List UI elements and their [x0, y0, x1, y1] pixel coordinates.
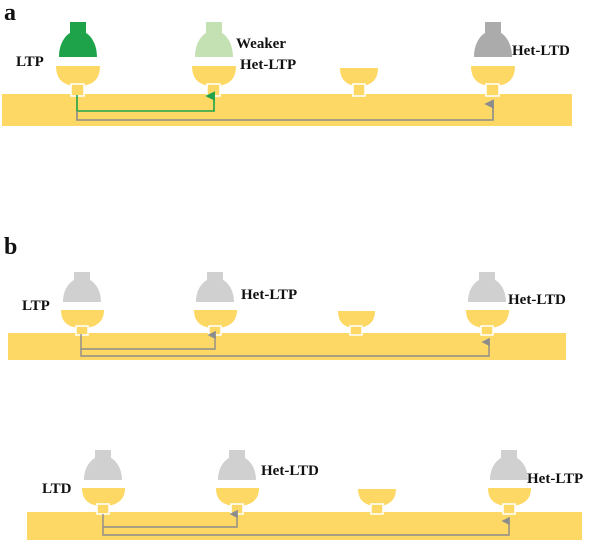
axon-bouton-green	[59, 22, 97, 57]
spine-head	[471, 66, 515, 86]
arrow-ltd-to-het-ltp-b2	[102, 516, 510, 536]
synapse-label-ltp-b1: LTP	[22, 298, 50, 314]
dendrite-b2	[27, 512, 582, 540]
axon-bouton-light-gray	[196, 272, 234, 302]
synapse-ltp-a: LTP	[16, 22, 100, 97]
synapse-het-ltd-b2: Het-LTD	[216, 450, 319, 515]
synapse-bare-spine-b2	[358, 489, 396, 515]
spine-neck	[352, 83, 366, 97]
synapse-label-ltp: LTP	[16, 54, 44, 70]
spine-head	[338, 311, 375, 328]
spine-neck	[485, 83, 500, 97]
spine-neck	[230, 503, 244, 515]
panel-b-label: b	[4, 234, 17, 260]
synapse-bare-spine-b1	[338, 311, 375, 336]
axon-bouton-light-gray	[490, 450, 528, 480]
arrow-ltd-to-het-ltd-b2	[102, 509, 238, 528]
synapse-label-het-ltd-b1: Het-LTD	[508, 292, 566, 308]
spine-neck	[70, 83, 85, 97]
synapse-het-ltd-b1: Het-LTD	[466, 272, 566, 336]
spine-neck	[206, 83, 221, 97]
spine-head	[61, 310, 104, 328]
spine-head	[216, 488, 259, 506]
arrow-ltp-to-het-ltp-b1	[80, 330, 216, 350]
synapse-bare-spine-a	[340, 68, 378, 97]
synapse-het-ltp-b2: Het-LTP	[488, 450, 583, 515]
spine-neck	[75, 325, 89, 336]
spine-head	[488, 488, 531, 506]
synapse-het-ltp-b1: Het-LTP	[194, 272, 297, 336]
spine-neck	[208, 325, 222, 336]
spine-head	[192, 66, 236, 86]
spine-head	[194, 310, 237, 328]
synapse-label-het-ltd-b2: Het-LTD	[261, 463, 319, 479]
synapse-het-ltd-a: Het-LTD	[471, 22, 570, 97]
spine-neck	[349, 325, 363, 336]
synapse-ltp-b1: LTP	[22, 272, 104, 336]
axon-bouton-light-gray	[468, 272, 506, 302]
synapse-ltd-b2: LTD	[42, 450, 125, 515]
synapse-label-het-ltp-b2: Het-LTP	[527, 471, 583, 487]
spine-neck	[480, 325, 494, 336]
spine-head	[466, 310, 509, 328]
axon-bouton-gray	[474, 22, 512, 57]
synapse-label-ltd-b2: LTD	[42, 481, 72, 497]
synapse-label-het-ltp: Het-LTP	[240, 57, 296, 73]
spine-head	[358, 489, 396, 506]
axon-bouton-light-gray	[218, 450, 256, 480]
arrow-ltp-to-het-ltp	[76, 91, 215, 112]
spine-neck	[370, 503, 384, 515]
synapse-label-weaker: Weaker	[236, 36, 286, 52]
spine-neck	[502, 503, 516, 515]
spine-head	[56, 66, 100, 86]
spine-neck	[96, 503, 110, 515]
axon-bouton-light-green	[195, 22, 233, 57]
synapse-label-het-ltp-b1: Het-LTP	[241, 287, 297, 303]
synapse-label-het-ltd: Het-LTD	[512, 43, 570, 59]
synapse-weaker-het-ltp: Weaker Het-LTP	[192, 22, 296, 97]
arrow-ltp-to-het-ltd-b1	[80, 337, 490, 357]
axon-bouton-light-gray	[63, 272, 101, 302]
arrow-ltp-to-het-ltd	[76, 99, 494, 121]
axon-bouton-light-gray	[84, 450, 122, 480]
dendrite-a	[2, 94, 572, 126]
spine-head	[340, 68, 378, 86]
panel-a-label: a	[4, 0, 16, 26]
spine-head	[82, 488, 125, 506]
